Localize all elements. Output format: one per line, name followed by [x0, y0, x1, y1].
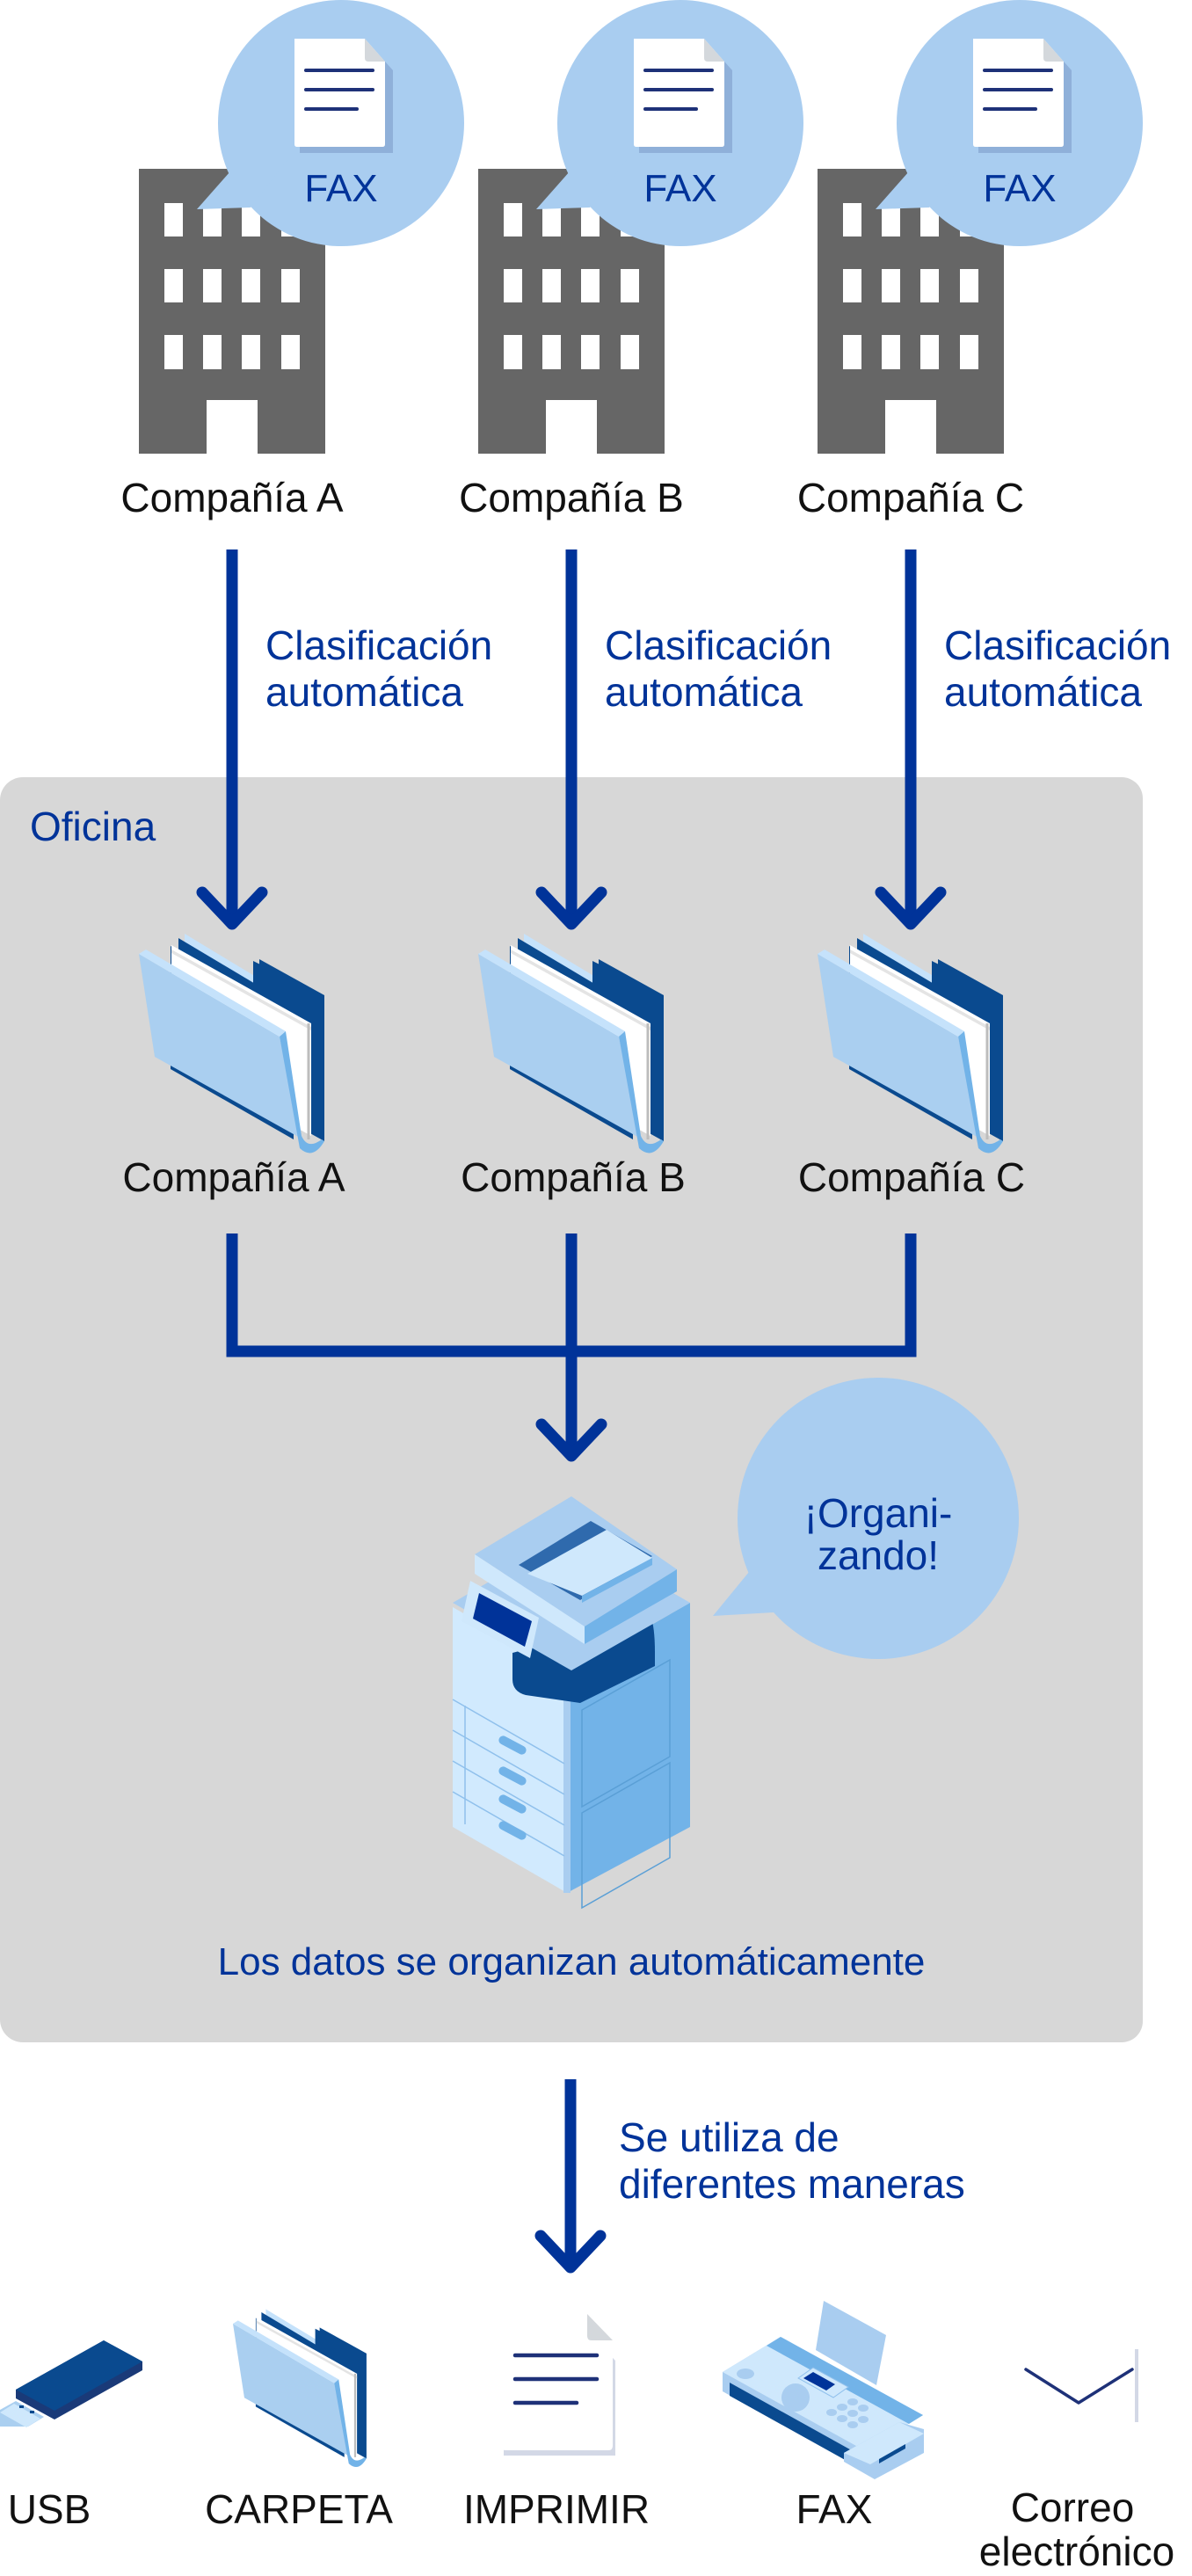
fax-machine-icon — [723, 2301, 924, 2479]
classification-label-line1: Clasificación — [605, 622, 832, 668]
arrow-c — [881, 549, 941, 924]
folder-label: Compañía A — [122, 1154, 345, 1200]
merge-connector — [226, 1233, 917, 1455]
classification-label-line2: automática — [605, 669, 803, 715]
bubble-text-line1: ¡Organi- — [804, 1490, 953, 1536]
output-label-print: IMPRIMIR — [463, 2486, 650, 2532]
folder-icon — [816, 932, 1005, 1154]
bubble-fax-label: FAX — [643, 167, 716, 210]
company-b-group: FAX Compañía B — [459, 0, 805, 520]
company-a-group: FAX Compañía A — [120, 0, 466, 520]
bubble-fax-label: FAX — [304, 167, 377, 210]
office-caption: Los datos se organizan automáticamente — [218, 1940, 926, 1983]
office-title: Oficina — [30, 804, 156, 849]
usage-arrow — [541, 2079, 600, 2267]
document-icon — [501, 2314, 615, 2456]
classification-label-line2: automática — [944, 669, 1142, 715]
folder-icon — [137, 932, 326, 1154]
folder-label: Compañía C — [798, 1154, 1025, 1200]
output-label-email-line1: Correo — [1011, 2485, 1135, 2530]
bubble-text-line2: zando! — [818, 1532, 939, 1578]
folder-icon — [476, 932, 665, 1154]
folder-icon — [231, 2308, 367, 2469]
classification-label-line1: Clasificación — [944, 622, 1171, 668]
arrow-b — [541, 549, 601, 924]
classification-label-line2: automática — [265, 669, 463, 715]
company-name: Compañía C — [797, 475, 1024, 520]
company-name: Compañía B — [459, 475, 684, 520]
usage-label-line2: diferentes maneras — [619, 2161, 965, 2207]
multifunction-printer-icon — [452, 1496, 690, 1910]
organizing-speech-bubble: ¡Organi- zando! — [713, 1378, 1019, 1659]
folder-label: Compañía B — [461, 1154, 686, 1200]
classification-arrows — [202, 549, 941, 924]
company-name: Compañía A — [120, 475, 343, 520]
usage-label-line1: Se utiliza de — [619, 2114, 839, 2160]
output-label-folder: CARPETA — [205, 2486, 393, 2532]
output-label-fax: FAX — [796, 2486, 873, 2532]
classification-label-line1: Clasificación — [265, 622, 492, 668]
company-c-group: FAX Compañía C — [797, 0, 1145, 520]
envelope-icon — [1024, 2349, 1138, 2422]
bubble-fax-label: FAX — [983, 167, 1056, 210]
usb-drive-icon — [0, 2340, 142, 2427]
output-label-usb: USB — [8, 2486, 91, 2532]
output-label-email-line2: electrónico — [979, 2529, 1174, 2574]
classification-labels: Clasificación automática Clasificación a… — [265, 622, 1171, 715]
arrow-a — [202, 549, 262, 924]
